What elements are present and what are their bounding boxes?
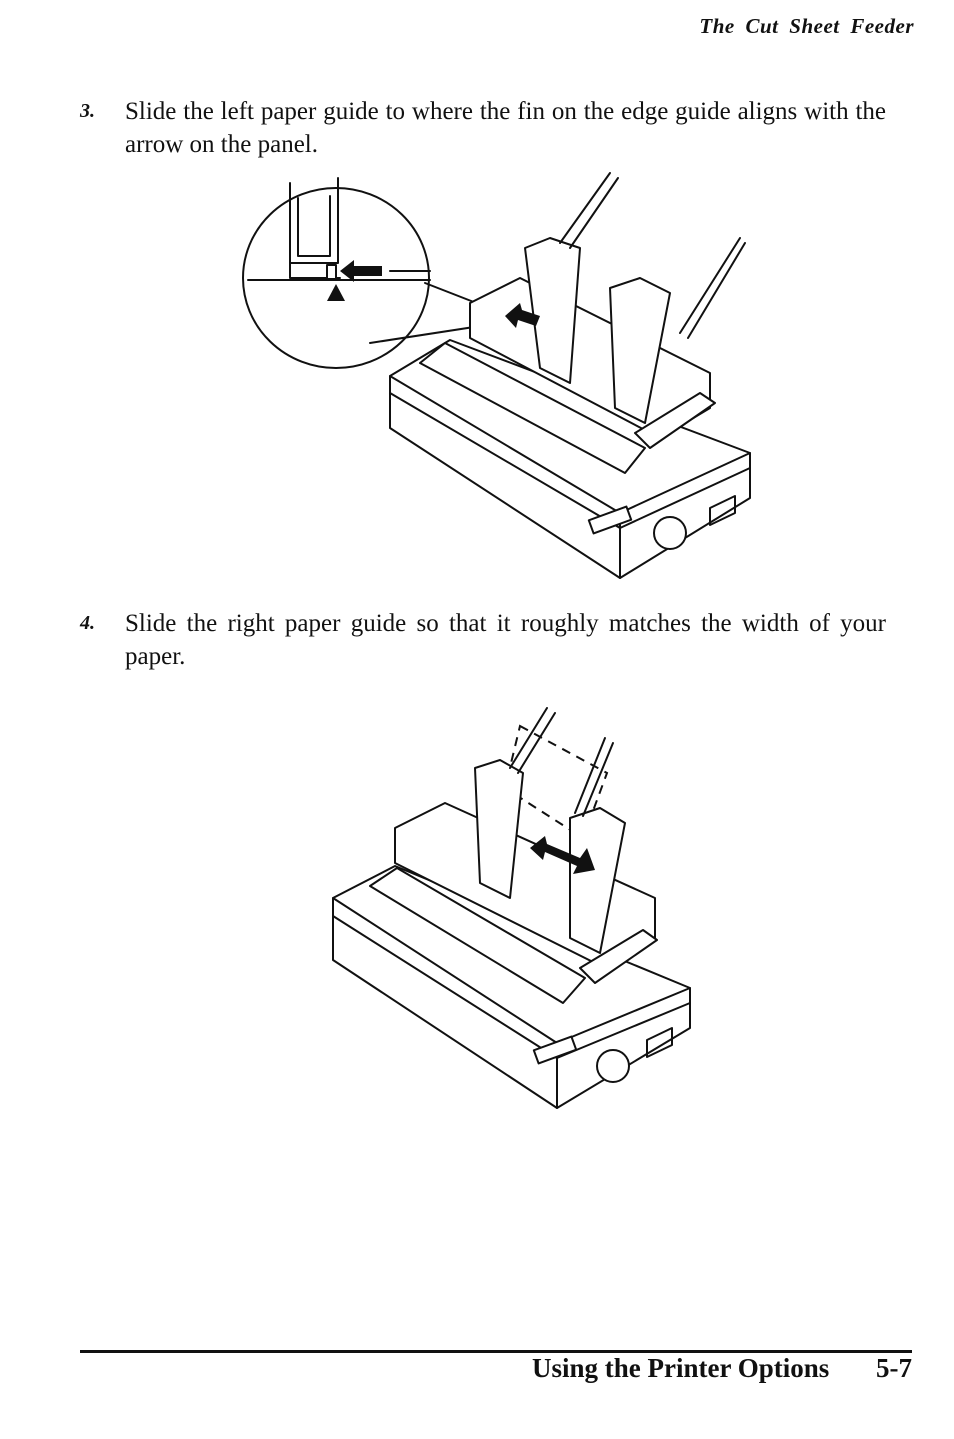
cut-sheet-feeder [394, 707, 658, 984]
running-head: The Cut Sheet Feeder [699, 14, 914, 38]
step-4: 4. Slide the right paper guide so that i… [80, 607, 886, 673]
left-paper-guide [524, 237, 581, 384]
footer-section-title: Using the Printer Options [531, 1353, 830, 1383]
guide-arrow-icon [505, 303, 540, 328]
platen-knob [653, 516, 687, 550]
printer-with-feeder-drawing [242, 172, 751, 579]
left-paper-guide-illustration [240, 168, 760, 580]
footer-rule [80, 1350, 912, 1353]
alignment-arrow-icon [327, 284, 345, 301]
slide-direction-arrow-icon [340, 260, 382, 282]
platen-knob [596, 1049, 630, 1083]
page-number: 5-7 [876, 1353, 912, 1383]
right-paper-guide [569, 807, 626, 954]
step-text: Slide the left paper guide to where the … [125, 98, 886, 158]
page-footer: Using the Printer Options 5-7 [532, 1353, 912, 1384]
step-number: 3. [80, 100, 95, 122]
slide-both-ways-arrow-icon [530, 836, 595, 874]
step-text: Slide the right paper guide so that it r… [125, 610, 886, 670]
right-paper-guide [609, 277, 671, 424]
step-number: 4. [80, 612, 95, 634]
step-3: 3. Slide the left paper guide to where t… [80, 95, 886, 161]
printer-with-feeder-drawing [332, 707, 691, 1109]
printer-body [332, 865, 691, 1109]
right-paper-guide-illustration [325, 698, 700, 1114]
left-paper-guide [474, 759, 524, 899]
cut-sheet-feeder [469, 172, 746, 449]
printer-body [389, 339, 751, 579]
magnified-inset [242, 177, 431, 369]
